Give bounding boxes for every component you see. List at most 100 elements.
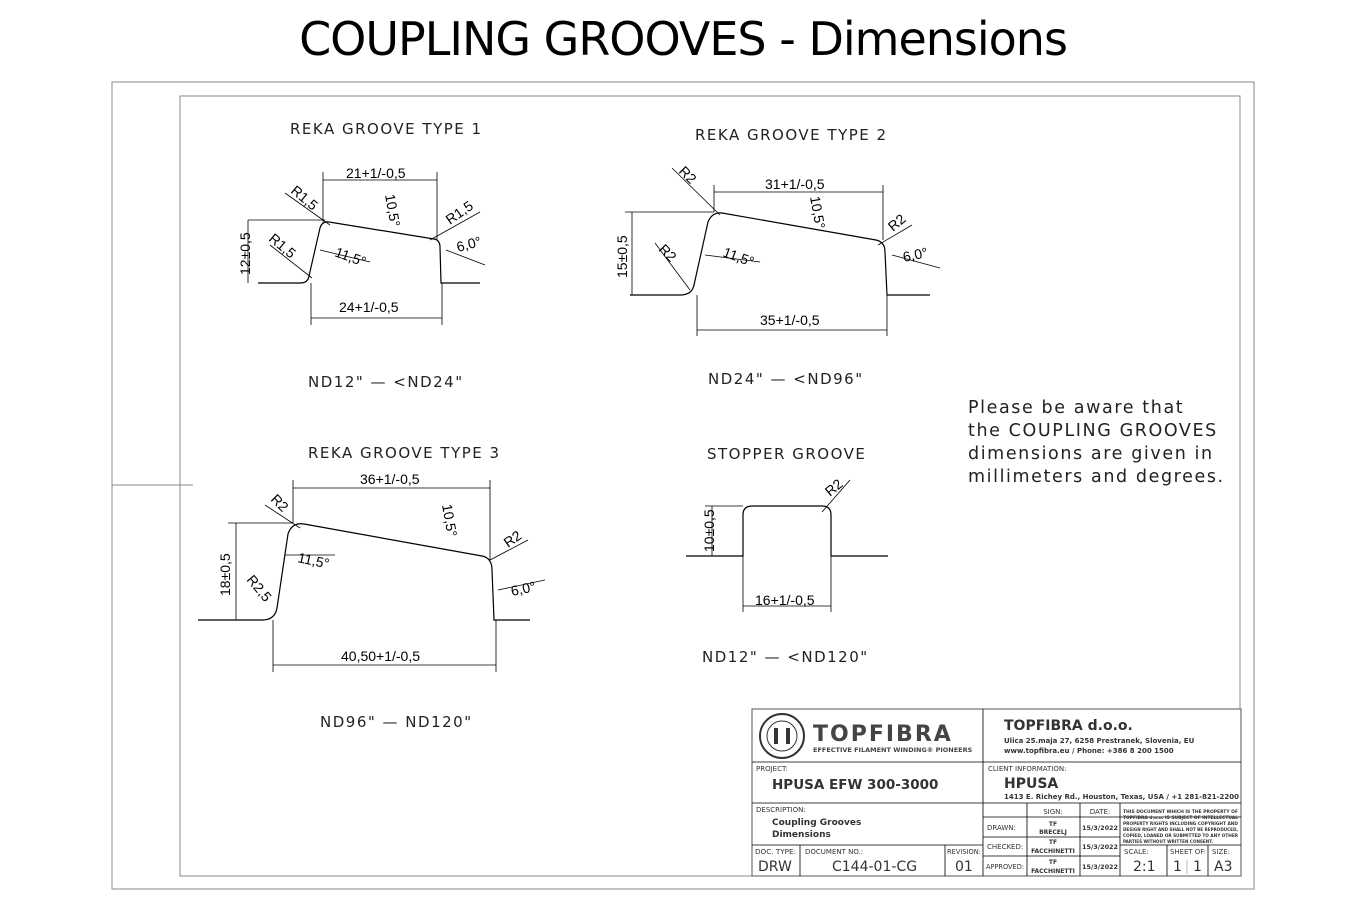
dimension-label: DESIGN RIGHT AND SHALL NOT BE REPRODUCED… <box>1123 827 1238 833</box>
dimension-label: 35+1/-0,5 <box>760 312 820 328</box>
leader-line <box>821 479 851 513</box>
dimension-label: R2 <box>885 210 909 234</box>
dimension-label: millimeters and degrees. <box>968 467 1225 487</box>
dimension-label: R1,5 <box>266 230 299 261</box>
groove-type-2: REKA GROOVE TYPE 2 31+1/-0,5 35+1/-0,5 1… <box>614 126 941 388</box>
leader-line <box>497 579 546 591</box>
dimension-label: dimensions are given in <box>968 444 1214 464</box>
dimension-label: 2:1 <box>1133 859 1156 875</box>
stopper-groove: STOPPER GROOVE 16+1/-0,5 10±0,5 R2 ND12"… <box>686 445 888 666</box>
dimension-label: FACCHINETTI <box>1031 848 1075 855</box>
drawing-element <box>751 708 1242 877</box>
dimension-label: SIZE: <box>1212 848 1230 856</box>
dimension-label: HPUSA <box>1004 776 1058 792</box>
dimension-label: DRW <box>758 859 792 875</box>
dimension-label: CLIENT INFORMATION: <box>988 765 1066 773</box>
dimension-lines <box>774 728 790 744</box>
dimension-label: 01 <box>955 859 973 875</box>
dimension-label: Please be aware that <box>968 398 1184 418</box>
dimension-label: 15±0,5 <box>614 235 630 278</box>
size-range: ND12" — <ND24" <box>308 373 464 391</box>
leader-line <box>264 504 301 529</box>
dimension-label: CHECKED: <box>987 843 1023 851</box>
dimension-lines <box>752 709 1241 876</box>
dimension-label: Ulica 25.maja 27, 6258 Prestranek, Slove… <box>1004 737 1195 745</box>
inner-frame <box>179 95 1241 877</box>
leader-line <box>284 192 331 226</box>
dimension-lines <box>705 505 832 612</box>
dimension-label: 24+1/-0,5 <box>339 299 399 315</box>
dimension-label: R2,5 <box>244 572 275 605</box>
dimension-label: 1 <box>1173 859 1182 875</box>
dimension-label: A3 <box>1214 859 1232 875</box>
dimension-label: PARTIES WITHOUT WRITTEN CONSENT. <box>1123 839 1213 845</box>
dimension-label: 21+1/-0,5 <box>346 165 406 181</box>
leader-line <box>671 167 721 216</box>
groove-profile <box>198 523 530 621</box>
dimension-label: DATE: <box>1090 808 1111 816</box>
groove-label: REKA GROOVE TYPE 1 <box>290 120 483 138</box>
groove-profile <box>686 505 888 557</box>
dimension-label: R2 <box>656 241 680 265</box>
project-name: HPUSA EFW 300-3000 <box>772 777 938 793</box>
leader-line <box>891 254 941 269</box>
dimension-label: Coupling Grooves <box>772 818 861 828</box>
dimension-label: DRAWN: <box>987 824 1016 832</box>
dimension-label: THIS DOCUMENT WHICH IS THE PROPERTY OF <box>1123 809 1238 815</box>
dimension-label: TF <box>1049 839 1057 846</box>
leader-line <box>489 539 529 561</box>
dimension-label: 16+1/-0,5 <box>755 592 815 608</box>
dimension-label: BRECELJ <box>1039 829 1067 836</box>
leader-line <box>654 242 691 291</box>
dimension-label: PROPERTY RIGHTS INCLUDING COPYRIGHT AND <box>1123 821 1238 827</box>
size-range: ND24" — <ND96" <box>708 370 864 388</box>
leader-line <box>704 254 761 263</box>
units-note: Please be aware that the COUPLING GROOVE… <box>968 398 1225 487</box>
dimension-label: TF <box>1049 859 1057 866</box>
dimension-label: 11,5° <box>721 244 756 270</box>
dimension-label: COPIED, LOANED OR SUBMITTED TO ANY OTHER <box>1123 833 1238 839</box>
dimension-label: TOPFIBRA d.o.o. <box>1004 718 1133 734</box>
dimension-label: 36+1/-0,5 <box>360 471 420 487</box>
dimension-label: 40,50+1/-0,5 <box>341 648 420 664</box>
dimension-label: 15/3/2022 <box>1082 863 1118 871</box>
leader-line <box>429 211 481 241</box>
groove-label: REKA GROOVE TYPE 2 <box>695 126 888 144</box>
dimension-label: 1 <box>1193 859 1202 875</box>
leader-line <box>445 249 486 266</box>
dimension-label: SIGN: <box>1043 808 1063 816</box>
dimension-label: TF <box>1049 821 1057 828</box>
dimension-label: the COUPLING GROOVES <box>968 421 1218 441</box>
dimension-label: 18±0,5 <box>217 553 233 596</box>
dimension-label: REVISION: <box>947 848 981 856</box>
leader-line <box>319 249 371 263</box>
dimension-label: 6,0° <box>455 233 483 255</box>
dimension-label: SHEET OF: <box>1170 848 1206 856</box>
dimension-label: R2 <box>268 491 292 515</box>
dimension-label: DESCRIPTION: <box>756 806 806 814</box>
dimension-label: 15/3/2022 <box>1082 843 1118 851</box>
dimension-label: 10,5° <box>439 503 460 538</box>
dimension-label: R2 <box>501 527 525 550</box>
groove-label: STOPPER GROOVE <box>707 445 866 463</box>
dimension-lines <box>625 185 888 336</box>
dimension-label: PROJECT: <box>756 765 788 773</box>
dimension-lines <box>247 172 443 325</box>
dimension-label: www.topfibra.eu / Phone: +386 8 200 1500 <box>1004 747 1174 755</box>
dimension-label: 10,5° <box>807 195 828 230</box>
dimension-label: 31+1/-0,5 <box>765 176 825 192</box>
title-block: TOPFIBRA EFFECTIVE FILAMENT WINDING® PIO… <box>751 708 1242 877</box>
dimension-label: R1,5 <box>443 197 477 227</box>
dimension-label: FACCHINETTI <box>1031 868 1075 875</box>
dimension-label: DOCUMENT NO.: <box>805 848 863 856</box>
dimension-label: 6,0° <box>901 244 929 265</box>
groove-type-1: REKA GROOVE TYPE 1 21+1/-0,5 24+1/-0,5 1… <box>237 120 486 391</box>
dimension-label: 11,5° <box>333 244 368 270</box>
size-range: ND96" — ND120" <box>320 713 473 731</box>
dimension-label: R1,5 <box>288 182 321 213</box>
document-number: C144-01-CG <box>832 859 917 875</box>
drawing-element <box>766 720 798 752</box>
dimension-label: SCALE: <box>1124 848 1149 856</box>
dimension-label: TOPFIBRA d.o.o. IS SUBJECT OF INTELLECTU… <box>1123 815 1238 821</box>
